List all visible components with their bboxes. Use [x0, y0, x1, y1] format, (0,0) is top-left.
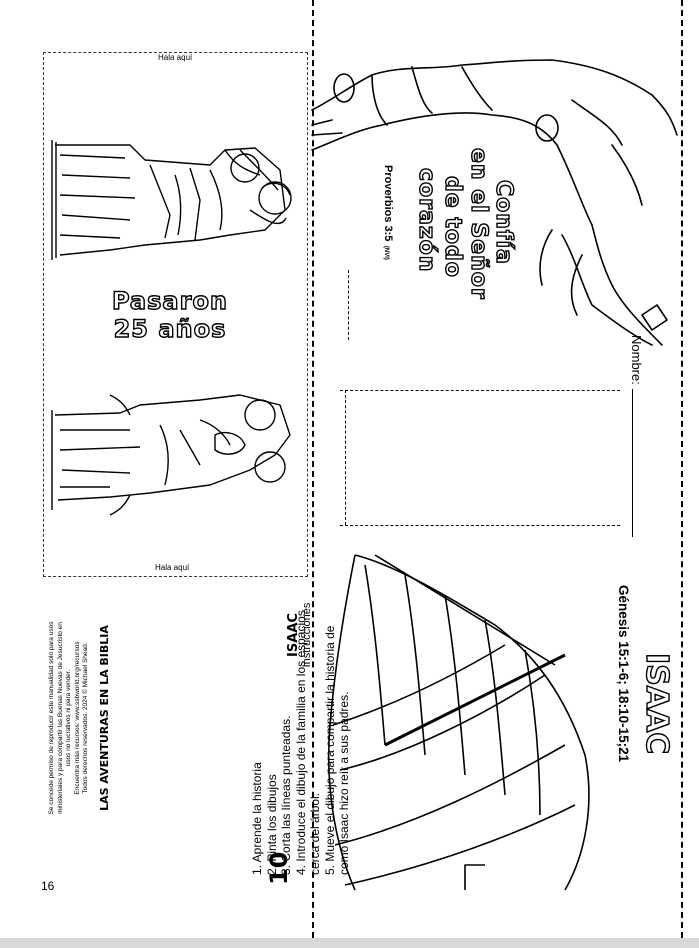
- slot-cut-mark: [348, 270, 349, 340]
- step-1: 1. Aprende la historia: [250, 762, 264, 875]
- family-with-baby-illustration: [51, 394, 291, 516]
- center-cut-line: [312, 0, 314, 938]
- name-field[interactable]: Nombre:: [627, 335, 645, 538]
- step-4-cont: cerca del árbol.: [308, 792, 322, 875]
- right-cut-line: [681, 0, 683, 938]
- brand-logo: LAS AVENTURAS EN LA BIBLIA: [98, 625, 111, 811]
- name-line[interactable]: [632, 389, 643, 538]
- page-number: 16: [41, 879, 55, 893]
- verse-version: (NVI): [383, 245, 389, 260]
- time-text-line1: Pasaron: [111, 286, 229, 315]
- verse-line1: Confía: [490, 179, 516, 265]
- pull-here-bottom-label: Hala aquí: [155, 563, 190, 572]
- verse-line3: de todo: [439, 175, 465, 278]
- credits-line1: Se concede permiso de reproducir este ma…: [48, 621, 55, 815]
- step-4: 4. Introduce el dibujo de la familia en …: [293, 610, 308, 875]
- verse-line2-wrap: en el Señor: [465, 147, 491, 300]
- credits-text: Se concede permiso de reproducir este ma…: [48, 598, 91, 838]
- name-label: Nombre:: [629, 335, 644, 385]
- verse-line2: en el Señor: [465, 147, 491, 300]
- verse-line4: corazón: [413, 167, 439, 273]
- abraham-sarah-illustration: [51, 140, 292, 260]
- instruction-steps: 1. Aprende la historia 2. Pinta los dibu…: [250, 610, 352, 875]
- step-5-cont: como Isaac hizo reír a sus padres.: [337, 691, 351, 875]
- verse-reference: Proverbios 3:5: [382, 165, 394, 242]
- step-2: 2. Pinta los dibujos: [264, 774, 279, 875]
- lesson-title-wrap: ISAAC: [638, 652, 674, 755]
- verse-line4-wrap: corazón: [413, 167, 439, 273]
- credits-line4: Encuentra más recursos: www.ssbworld.org…: [73, 641, 81, 795]
- verse-block: Confía: [490, 179, 516, 265]
- lesson-title: ISAAC: [638, 652, 674, 755]
- credits-line2: ministeriales y para compartir las Buena…: [56, 622, 64, 814]
- slot-left-line: [345, 390, 346, 525]
- slot-bottom-line: [340, 525, 620, 526]
- tree-illustration: [311, 59, 678, 346]
- tent-illustration: [327, 554, 590, 891]
- brand-wrap: LAS AVENTURAS EN LA BIBLIA: [98, 598, 111, 838]
- verse-line3-wrap: de todo: [439, 175, 465, 278]
- credits-line3: usos no lucrativos ni para vender.: [65, 669, 72, 767]
- step-5: 5. Mueve el dibujo para compartir la his…: [322, 625, 337, 875]
- slot-top-line: [340, 390, 620, 391]
- credits-line5: Todos derechos reservados. 2024 © Michae…: [82, 642, 89, 794]
- time-passed-text: Pasaron 25 años: [95, 286, 245, 343]
- lesson-reference-wrap: Génesis 15:1-6; 18:10-15;21: [616, 585, 631, 762]
- time-text-line2: 25 años: [113, 314, 227, 343]
- pull-here-top-label: Hala aquí: [158, 53, 193, 62]
- step-3: 3. Corta las líneas punteadas.: [279, 715, 293, 875]
- bottom-strip: [0, 938, 699, 948]
- verse-reference-wrap: Proverbios 3:5 (NVI): [380, 165, 398, 260]
- lesson-reference: Génesis 15:1-6; 18:10-15;21: [616, 585, 631, 763]
- family-slider-strip[interactable]: [43, 52, 308, 577]
